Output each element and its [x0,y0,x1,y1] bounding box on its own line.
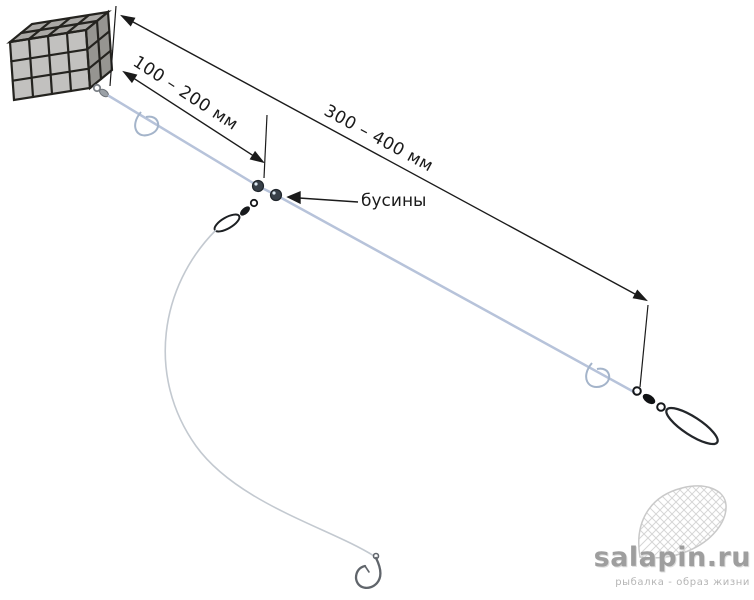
watermark-fish-icon [638,485,727,559]
watermark-site-text: salapin.ru [593,542,751,573]
dim-short-line [123,71,264,163]
arrowhead [122,70,138,84]
end-snap-clip-icon [665,406,719,446]
beads-label: бусины [361,191,427,211]
arrowhead [249,150,265,164]
extension-line-feeder [109,5,117,87]
fish-hook-icon [354,552,382,589]
extension-line-beads [263,114,268,179]
arrowhead [120,14,136,27]
arrowhead [286,190,301,205]
dimension-label-short: 100 – 200 мм [129,52,242,135]
beads-icon [251,179,283,202]
extension-line-end [639,304,649,388]
feeder-swivel-icon [92,83,109,98]
watermark-slogan-text: рыбалка - образ жизни [615,577,750,588]
end-swivel-icon [632,386,666,412]
leader-line [164,229,375,557]
dimension-label-long: 300 – 400 мм [320,101,437,177]
end-loop-knot-icon [585,362,611,389]
main-line [107,94,636,394]
loop-knot-icon [134,111,160,137]
dim-long-line [121,15,647,301]
dimension-lines [109,5,649,388]
beads-pointer-line [298,197,359,203]
arrowhead [632,289,648,302]
feeder-cage-icon [6,9,114,102]
